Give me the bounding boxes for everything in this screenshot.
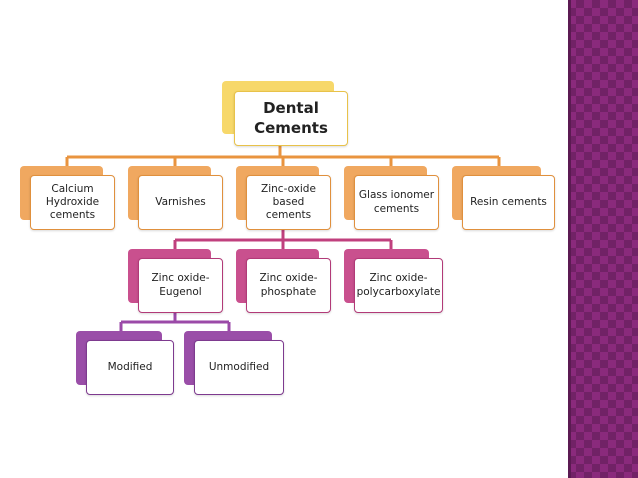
node-label: Glass ionomer cements xyxy=(358,189,435,215)
node-glass-ionomer-cements: Glass ionomer cements xyxy=(344,166,439,230)
node-label: Modified xyxy=(107,360,153,373)
node-label: Zinc-oxide based cements xyxy=(261,182,316,222)
node-label: Zinc oxide- Eugenol xyxy=(151,272,210,298)
node-label: Zinc oxide- phosphate xyxy=(259,272,318,298)
node-zinc-oxide-phosphate: Zinc oxide- phosphate xyxy=(236,249,331,313)
node-resin-cements: Resin cements xyxy=(452,166,555,230)
node-dental-cements: Dental Cements xyxy=(222,81,348,146)
node-label: Dental Cements xyxy=(254,99,328,137)
node-label: Zinc oxide- polycarboxylate xyxy=(356,272,441,298)
node-label-box: Dental Cements xyxy=(234,91,348,146)
node-zinc-oxide-polycarboxylate: Zinc oxide- polycarboxylate xyxy=(344,249,443,313)
node-zinc-oxide-eugenol: Zinc oxide- Eugenol xyxy=(128,249,223,313)
node-label: Resin cements xyxy=(470,195,547,208)
node-zinc-oxide-based-cements: Zinc-oxide based cements xyxy=(236,166,331,230)
node-label: Varnishes xyxy=(155,195,206,208)
decorative-side-panel xyxy=(568,0,638,478)
node-label: Unmodified xyxy=(208,360,270,373)
node-calcium-hydroxide-cements: Calcium Hydroxide cements xyxy=(20,166,115,230)
node-modified: Modified xyxy=(76,331,174,395)
node-label: Calcium Hydroxide cements xyxy=(45,182,100,222)
node-varnishes: Varnishes xyxy=(128,166,223,230)
node-unmodified: Unmodified xyxy=(184,331,284,395)
